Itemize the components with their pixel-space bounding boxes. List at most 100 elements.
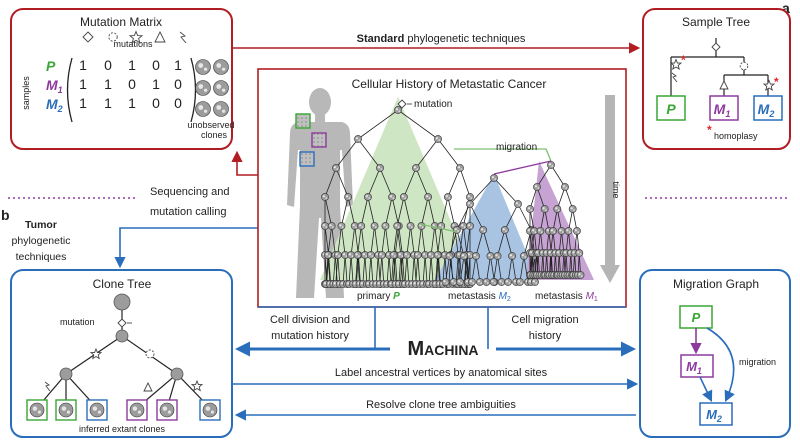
matrix-cell: 1 xyxy=(152,76,160,92)
panel-letter-a: a xyxy=(782,0,790,16)
cell-icon xyxy=(466,200,474,208)
resolve-text: Resolve clone tree ambiguities xyxy=(366,399,516,411)
sample-tree-leaf-label: M2 xyxy=(758,101,775,119)
sequencing-label-line2: mutation calling xyxy=(150,206,226,218)
migration-line-m1-m2 xyxy=(493,160,552,175)
organ-m1-marker xyxy=(311,132,327,148)
matrix-left-bracket xyxy=(66,57,73,123)
matrix-cell: 0 xyxy=(174,95,182,111)
cell-icon xyxy=(321,222,329,230)
mg-edge-p-m2 xyxy=(706,327,735,403)
cell-icon xyxy=(536,227,545,235)
extant-clone-cell-icon xyxy=(202,402,218,418)
matrix-cell: 1 xyxy=(79,95,87,111)
diamond-icon xyxy=(397,99,407,109)
cell-icon xyxy=(459,222,468,230)
cell-icon xyxy=(557,227,566,235)
cell-icon xyxy=(514,200,522,208)
primary-label: primary P xyxy=(357,291,400,302)
mutation-matrix-title: Mutation Matrix xyxy=(80,15,162,29)
root-clone xyxy=(113,293,131,311)
cell-migration-label-line1: Cell migration xyxy=(511,314,578,326)
cell-icon xyxy=(337,222,346,230)
ancestral-clone xyxy=(59,367,73,381)
cell-icon xyxy=(573,227,581,235)
diamond-mutation-icon xyxy=(82,31,94,43)
cell-icon xyxy=(564,227,573,235)
cell-icon xyxy=(363,193,372,201)
ancestral-clone xyxy=(170,367,184,381)
cell-icon xyxy=(441,278,450,286)
cell-icon xyxy=(493,252,502,260)
cell-icon xyxy=(393,222,402,230)
cell-icon xyxy=(376,164,384,172)
matrix-row-label: P xyxy=(46,58,56,74)
mg-node-m1 xyxy=(680,354,714,378)
matrix-cell: 0 xyxy=(104,57,112,73)
star-icon xyxy=(89,347,103,360)
clone-cell-icon xyxy=(213,80,229,96)
cell-icon xyxy=(497,278,506,286)
cell-icon xyxy=(433,251,442,259)
matrix-right-bracket xyxy=(190,57,197,123)
cell-division-label-line1: Cell division and xyxy=(270,314,350,326)
cellular-history-panel: Cellular History of Metastatic Cancer mi… xyxy=(257,68,627,308)
cell-icon xyxy=(533,183,541,191)
sample-tree-leaf: P xyxy=(656,95,686,121)
cell-icon xyxy=(490,174,498,182)
cell-icon xyxy=(486,252,495,260)
extant-clone-cell-icon xyxy=(58,402,74,418)
clone-cell-icon xyxy=(195,101,211,117)
diamond-icon xyxy=(711,42,721,52)
lightning-icon xyxy=(671,72,678,83)
sequencing-label-line1: Sequencing and xyxy=(150,186,230,198)
mg-node-m2 xyxy=(699,402,733,426)
tumor-label-bold: Tumor xyxy=(25,219,57,231)
lightning-mutation-icon xyxy=(179,31,187,44)
clone-tree-graph xyxy=(26,293,221,421)
cell-icon xyxy=(468,278,476,286)
sample-tree-leaf-label: M1 xyxy=(714,101,731,119)
mg-edge-m1-m2 xyxy=(699,376,713,403)
cell-icon xyxy=(445,252,454,260)
homoplasy-asterisk: * xyxy=(681,53,686,67)
dashed-circle-mutation-icon xyxy=(108,32,118,42)
matrix-cell: 1 xyxy=(79,57,87,73)
primary-region xyxy=(320,97,476,280)
mg-node-m1-label: M1 xyxy=(686,359,702,376)
cell-icon xyxy=(482,278,491,286)
cell-icon xyxy=(575,249,584,257)
cell-icon xyxy=(353,251,362,259)
homoplasy-label: homoplasy xyxy=(714,131,758,141)
panel-letter-b: b xyxy=(1,207,10,223)
cell-icon xyxy=(388,193,396,201)
label-ancestral-text: Label ancestral vertices by anatomical s… xyxy=(335,367,548,379)
migration-line-p-m2 xyxy=(419,223,458,233)
migration-graph-panel: Migration Graph P M1 M2 migration xyxy=(639,269,791,438)
matrix-cell: 0 xyxy=(152,95,160,111)
sample-tree-title: Sample Tree xyxy=(682,15,750,29)
matrix-cell: 1 xyxy=(104,76,112,92)
cell-icon xyxy=(489,278,498,286)
homoplasy-asterisk-legend: * xyxy=(707,123,712,137)
matrix-cell: 1 xyxy=(104,95,112,111)
matrix-cell: 0 xyxy=(128,76,136,92)
cell-icon xyxy=(357,222,366,230)
cell-icon xyxy=(547,161,555,169)
cell-icon xyxy=(456,164,464,172)
cell-icon xyxy=(417,222,426,230)
mg-migration-label: migration xyxy=(739,357,776,367)
cell-icon xyxy=(427,251,435,259)
dashed-circle-icon xyxy=(145,349,155,359)
machina-label: Machina xyxy=(407,338,478,360)
star-mutation-icon xyxy=(128,30,144,44)
cell-icon xyxy=(381,222,390,230)
clone-cell-icon xyxy=(213,59,229,75)
cell-icon xyxy=(531,278,539,286)
tumor-phylo-arrow xyxy=(114,227,258,269)
extant-clone-cell-icon xyxy=(129,402,145,418)
samples-label: samples xyxy=(21,76,31,110)
homoplasy-asterisk: * xyxy=(774,75,779,89)
